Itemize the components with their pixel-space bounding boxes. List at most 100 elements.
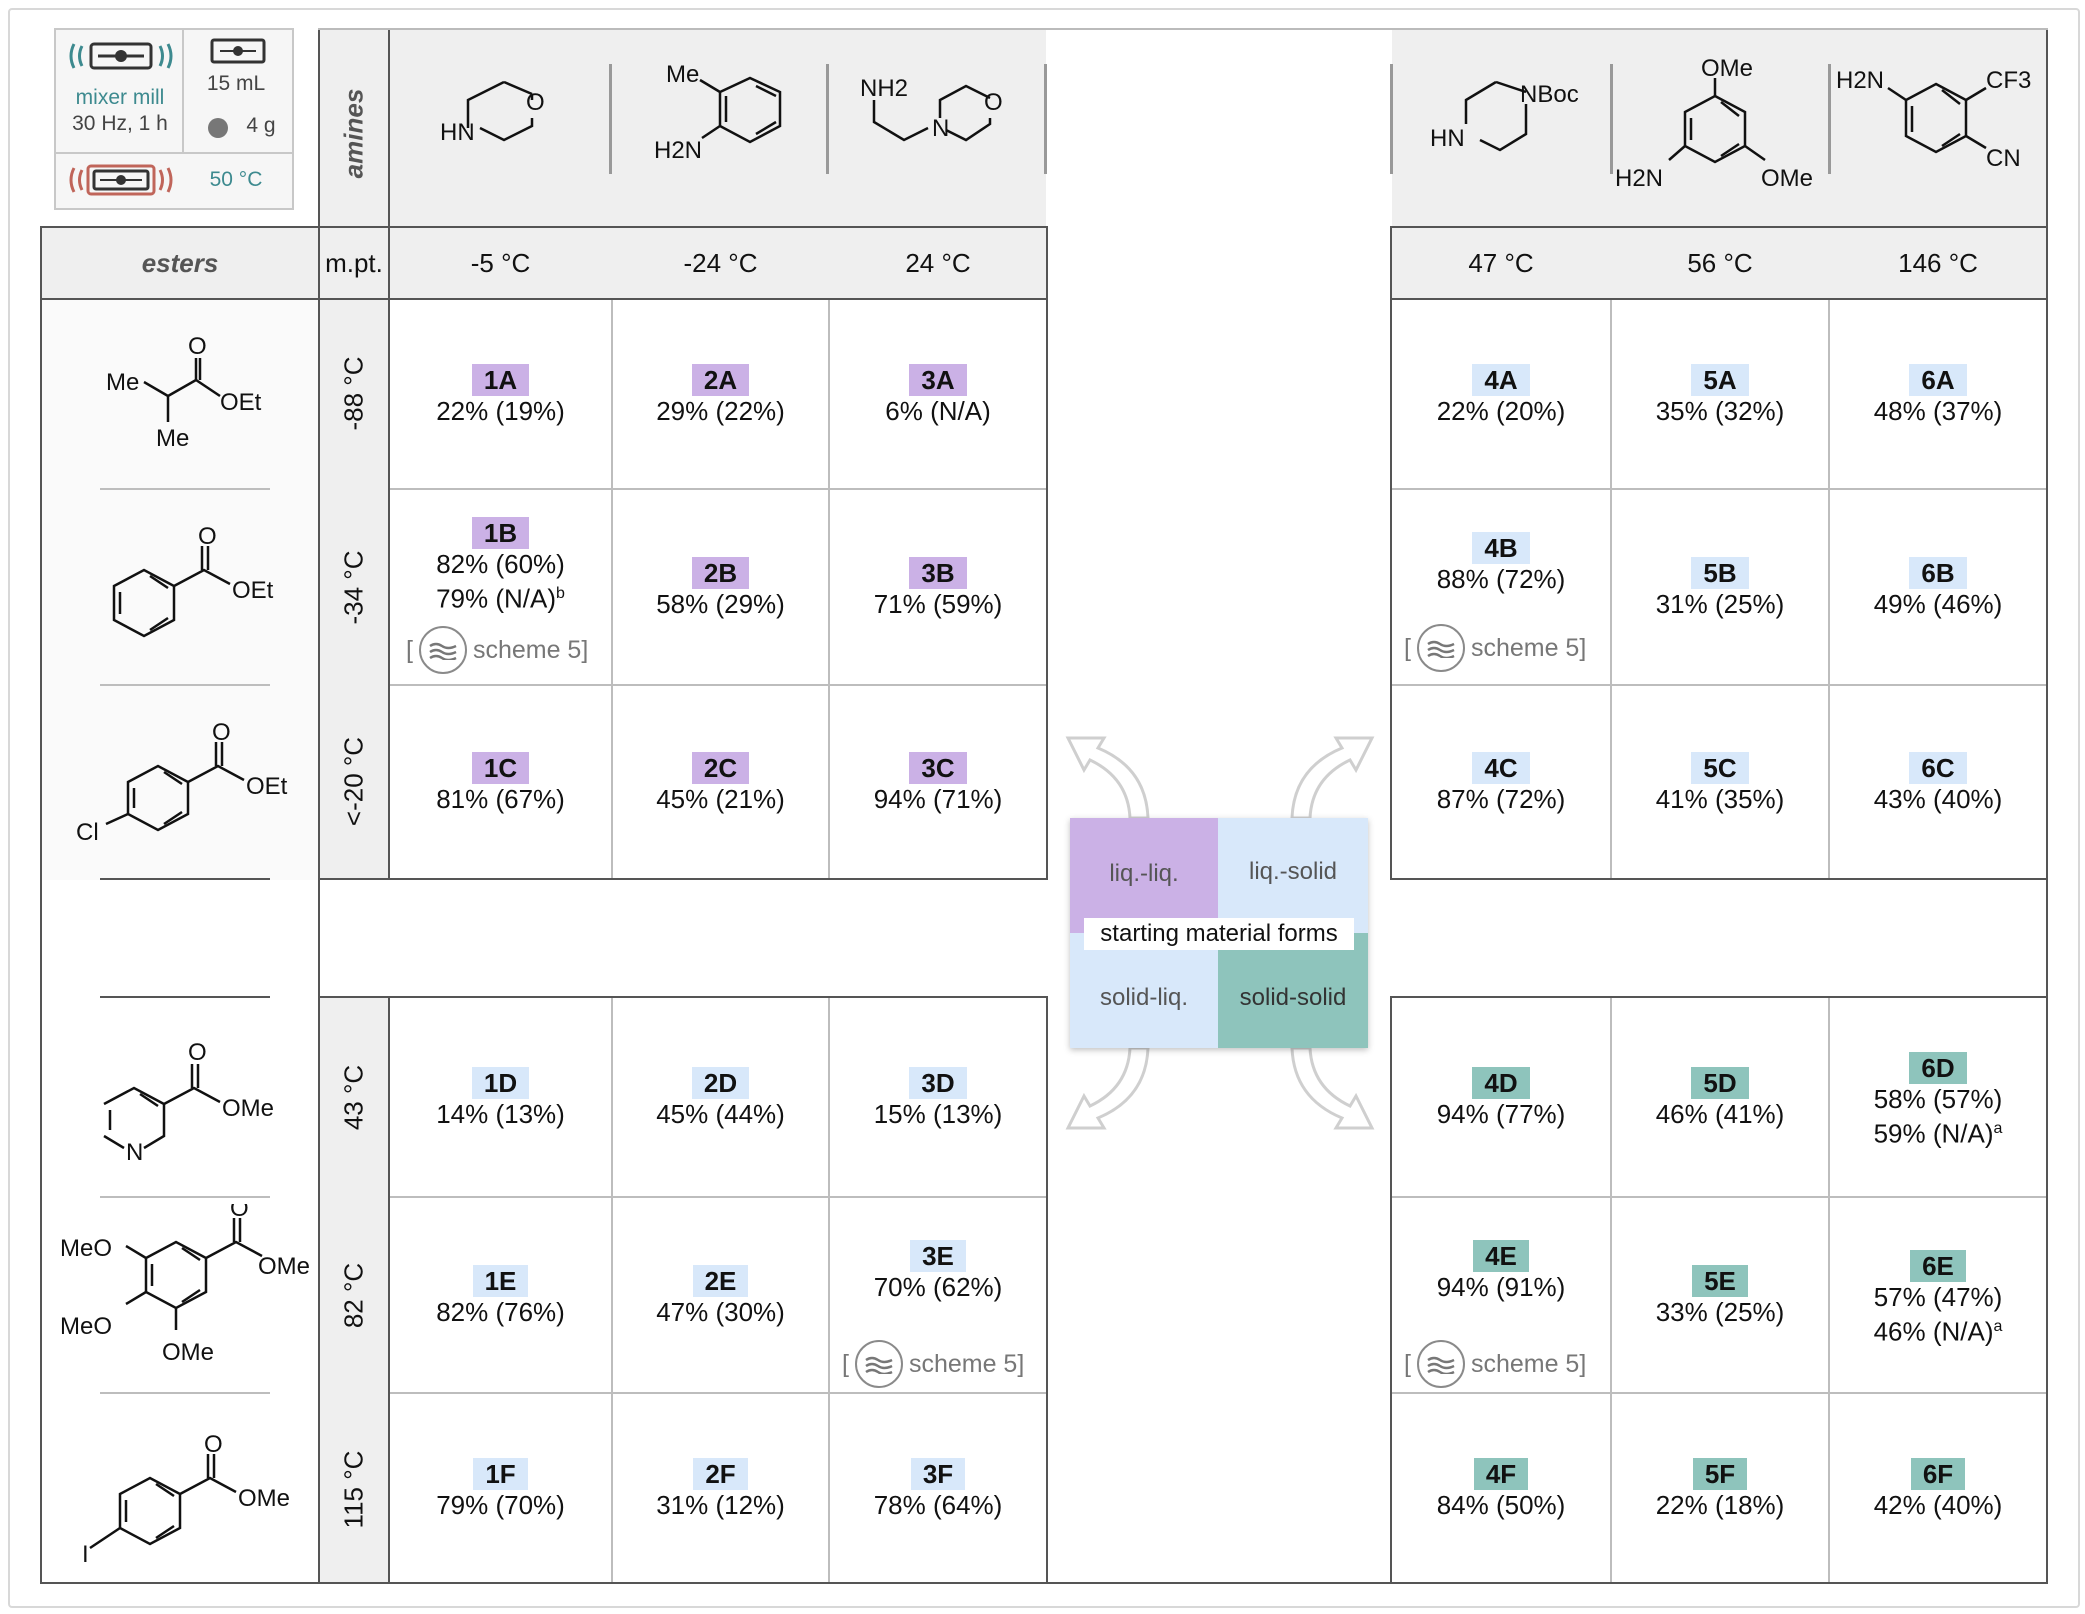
amine-1-nh: HN: [440, 119, 475, 146]
compound-label: 4B: [1472, 532, 1530, 564]
mpt-column-bg: [320, 30, 388, 880]
svg-text:O: O: [188, 1039, 207, 1066]
svg-text:O: O: [212, 719, 231, 746]
conditions-box: mixer mill 30 Hz, 1 h 15 mL 4 g 50 °C: [54, 28, 294, 210]
ester-6-ome: OMe: [238, 1485, 290, 1512]
ester-3-oet: OEt: [246, 773, 288, 800]
yield-value: 88% (72%): [1436, 564, 1566, 594]
scheme-ref-1B[interactable]: [ scheme 5]: [406, 626, 588, 674]
milling-jar-icon: [1416, 624, 1465, 672]
yield-value: 94% (91%): [1436, 1272, 1566, 1302]
scheme-ref-4E[interactable]: [ scheme 5]: [1404, 1340, 1586, 1388]
legend-liq-solid: [1218, 818, 1368, 933]
ester-mpt-1: -88 °C: [338, 356, 369, 431]
amine-aminobenzonitrile-structure: H2N CF3 CN: [1836, 67, 2031, 172]
amine-2-me: Me: [666, 62, 699, 88]
compound-label: 3F: [910, 1458, 966, 1490]
ester-mpt-2: -34 °C: [338, 550, 369, 625]
ester-4-ome: OMe: [222, 1095, 274, 1122]
footnote-marker: a: [1993, 1120, 2003, 1137]
amine-2-nh2: H2N: [654, 137, 702, 164]
ball-mass: 4 g: [246, 114, 276, 137]
compound-label: 2C: [691, 752, 750, 784]
compound-label: 3B: [909, 557, 967, 589]
svg-text:N: N: [932, 115, 949, 142]
compound-label: 3C: [909, 752, 967, 784]
yield-value: 70% (62%): [873, 1272, 1003, 1302]
compound-label: 1F: [473, 1458, 528, 1490]
scheme-ref-3E[interactable]: [ scheme 5]: [842, 1340, 1024, 1388]
amine-mpt-5: 56 °C: [1687, 248, 1753, 278]
amine-4-nh: HN: [1430, 125, 1465, 152]
compound-label: 1B: [471, 517, 530, 549]
compound-label: 4F: [1473, 1458, 1529, 1490]
yield-value: 81% (67%): [436, 784, 565, 814]
compound-label: 4A: [1472, 364, 1530, 396]
compound-label: 1E: [472, 1265, 529, 1297]
scheme-ref-4B[interactable]: [ scheme 5]: [1404, 624, 1586, 672]
yield-value: 41% (35%): [1655, 784, 1785, 814]
mixer-mill-icon: [69, 42, 173, 70]
milling-jar-icon: [1416, 1340, 1465, 1388]
amine-dimethoxyaniline-structure: OMe H2N OMe: [1615, 56, 1813, 192]
compound-label: 2E: [692, 1265, 749, 1297]
compound-label: 5C: [1691, 752, 1749, 784]
yield-value: 31% (25%): [1655, 589, 1785, 619]
ball-icon: [208, 118, 228, 138]
amine-boc-piperazine-structure: HN NBoc: [1430, 80, 1579, 152]
yield-value: 33% (25%): [1655, 1297, 1785, 1327]
mill-params: 30 Hz, 1 h: [72, 112, 168, 135]
yield-value: 71% (59%): [873, 589, 1003, 619]
esters-header: esters: [141, 248, 219, 278]
compound-label: 3E: [910, 1240, 966, 1272]
legend-ls-label: liq.-solid: [1248, 858, 1338, 885]
ester-1-me: Me: [106, 369, 139, 396]
mpt-header: m.pt.: [325, 248, 383, 278]
mill-label: mixer mill: [75, 86, 165, 109]
yield-value: 58% (57%): [1873, 1084, 2003, 1114]
svg-text:O: O: [230, 1204, 249, 1222]
yield-value: 78% (64%): [873, 1490, 1003, 1520]
compound-label: 5E: [1692, 1265, 1748, 1297]
yield-value: 82% (76%): [436, 1297, 565, 1327]
amine-6-nh2: H2N: [1836, 67, 1884, 94]
yield-value: 45% (44%): [656, 1099, 785, 1129]
legend-solid-solid: [1218, 933, 1368, 1048]
svg-text:O: O: [204, 1431, 223, 1458]
amine-toluidine-structure: Me H2N: [654, 62, 782, 164]
amine-band-right: [1392, 30, 2046, 226]
ester-5-meo-b: MeO: [60, 1313, 112, 1340]
yield-value: 22% (20%): [1436, 396, 1566, 426]
legend-box: liq.-liq. liq.-solid solid-liq. solid-so…: [1070, 818, 1368, 1048]
amine-6-cf3: CF3: [1986, 67, 2031, 94]
amine-5-ome-bottom: OMe: [1761, 165, 1813, 192]
compound-label: 6A: [1909, 364, 1967, 396]
compound-label: 6D: [1909, 1052, 1967, 1084]
compound-label: 4C: [1472, 752, 1530, 784]
yield-value: 47% (30%): [656, 1297, 785, 1327]
legend-arrows: [1065, 736, 1375, 1130]
yield-value: 14% (13%): [436, 1099, 565, 1129]
yield-value: 42% (40%): [1873, 1490, 2003, 1520]
svg-text:O: O: [984, 89, 1003, 116]
ester-nicotinate-structure: O OMe N: [103, 1039, 274, 1166]
ester-1-me2: Me: [156, 425, 189, 452]
figure-frame: [8, 8, 2080, 1608]
amine-4-nboc: NBoc: [1520, 81, 1579, 108]
yield-value: 46% (41%): [1655, 1099, 1785, 1129]
footnote-marker: b: [556, 585, 565, 602]
volume-label: 15 mL: [206, 72, 266, 95]
ester-5-meo-a: MeO: [60, 1235, 112, 1262]
